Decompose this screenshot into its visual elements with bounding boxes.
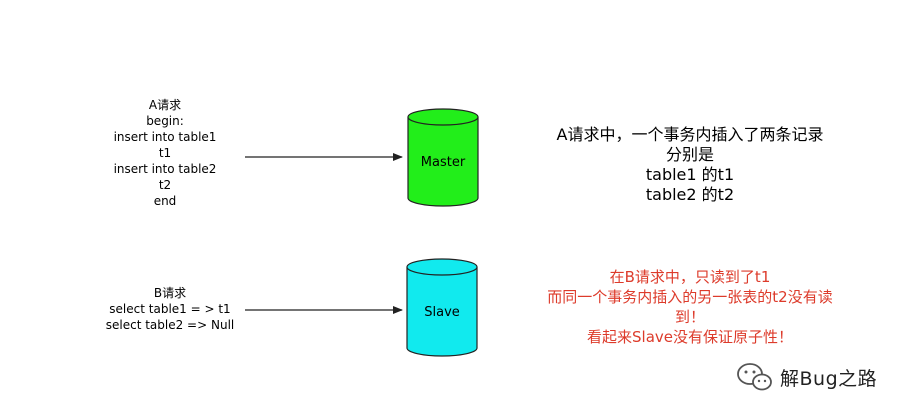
request-b-line: B请求 xyxy=(153,286,187,300)
request-b-line: select table2 => Null xyxy=(105,318,235,332)
request-b-text: B请求 select table1 = > t1 select table2 =… xyxy=(85,285,255,333)
master-cylinder-body xyxy=(407,117,479,207)
note-b-line: 而同一个事务内插入的另一张表的t2没有读 xyxy=(547,288,833,306)
request-a-line: A请求 xyxy=(148,98,182,112)
note-a-line: table2 的t2 xyxy=(645,185,735,204)
slave-cylinder-top xyxy=(406,258,478,276)
request-a-line: t2 xyxy=(158,178,172,192)
watermark-text: 解Bug之路 xyxy=(780,368,878,390)
request-a-text: A请求 begin: insert into table1 t1 insert … xyxy=(90,97,240,209)
request-a-line: insert into table2 xyxy=(113,162,217,176)
master-label: Master xyxy=(420,155,466,170)
request-a-line: end xyxy=(153,194,177,208)
request-b-line: select table1 = > t1 xyxy=(109,302,231,316)
request-a-line: insert into table1 xyxy=(113,130,217,144)
note-b-line: 在B请求中，只读到了t1 xyxy=(609,268,771,286)
master-cylinder xyxy=(407,108,479,207)
note-a-line: A请求中，一个事务内插入了两条记录 xyxy=(556,125,824,144)
request-a-line: t1 xyxy=(158,146,172,160)
wechat-icon xyxy=(737,363,772,391)
note-a: A请求中，一个事务内插入了两条记录 分别是 table1 的t1 table2 … xyxy=(525,125,855,205)
request-a-line: begin: xyxy=(146,114,184,128)
slave-cylinder xyxy=(406,258,478,357)
master-cylinder-top xyxy=(407,108,479,126)
note-a-line: 分别是 xyxy=(665,145,714,164)
slave-label: Slave xyxy=(424,305,460,320)
note-b-line: 看起来Slave没有保证原子性！ xyxy=(587,328,793,346)
note-b: 在B请求中，只读到了t1 而同一个事务内插入的另一张表的t2没有读 到！ 看起来… xyxy=(505,267,875,347)
note-a-line: table1 的t1 xyxy=(645,165,735,184)
note-b-line: 到！ xyxy=(674,308,705,326)
slave-cylinder-body xyxy=(406,267,478,357)
